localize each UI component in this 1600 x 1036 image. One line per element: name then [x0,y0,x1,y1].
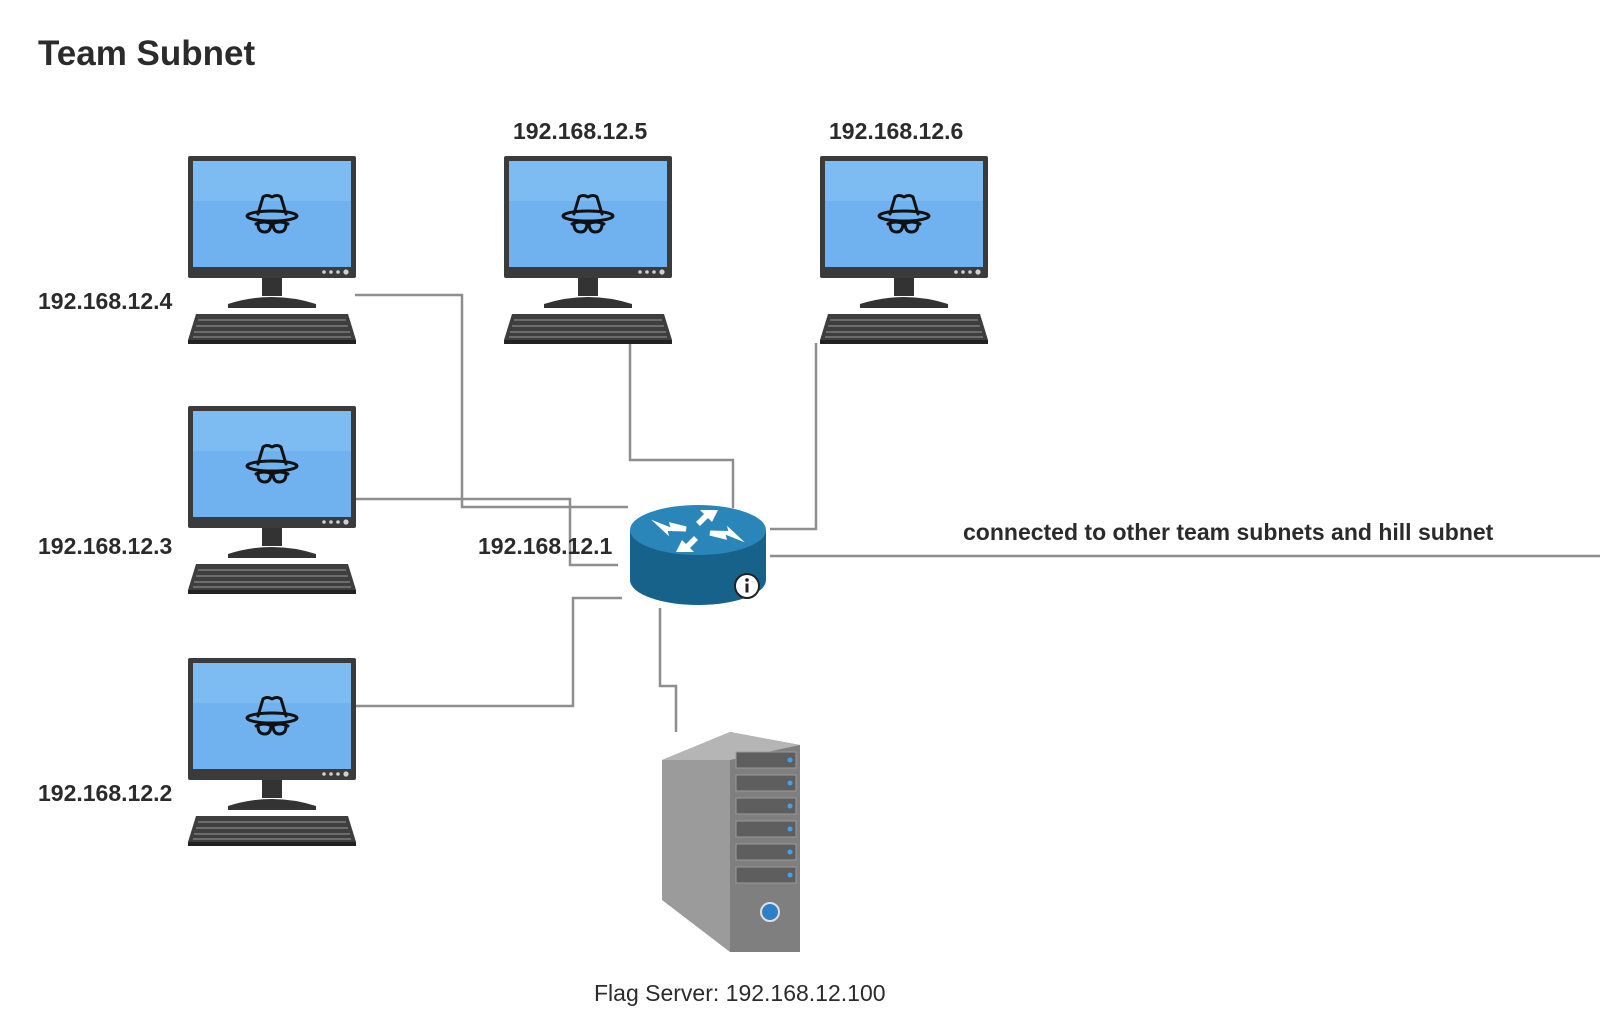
desktop-computer-icon [186,154,358,346]
router-icon [630,505,766,605]
network-links [355,293,1600,732]
desktop-computer-icon [502,154,674,346]
desktop-computer-icon [186,656,358,848]
server-tower-icon [662,732,800,952]
desktop-computer-icon [186,404,358,596]
host-ip-label: 192.168.12.3 [38,533,173,559]
link-host-3 [355,497,618,567]
info-icon [734,573,760,599]
page-title: Team Subnet [38,34,256,73]
link-host-4 [355,293,628,509]
desktop-computer-icon [818,154,990,346]
host-ip-label: 192.168.12.2 [38,780,173,806]
host-ip-label: 192.168.12.6 [829,118,964,144]
host-ip-label: 192.168.12.5 [513,118,648,144]
router-ip-label: 192.168.12.1 [478,533,613,559]
uplink-label: connected to other team subnets and hill… [963,519,1494,545]
link-host-2 [355,596,622,708]
link-host-6 [770,343,818,531]
host-ip-label: 192.168.12.4 [38,288,173,314]
link-server [658,608,678,732]
link-host-5 [628,343,735,508]
flag-server-label: Flag Server: 192.168.12.100 [594,980,886,1006]
